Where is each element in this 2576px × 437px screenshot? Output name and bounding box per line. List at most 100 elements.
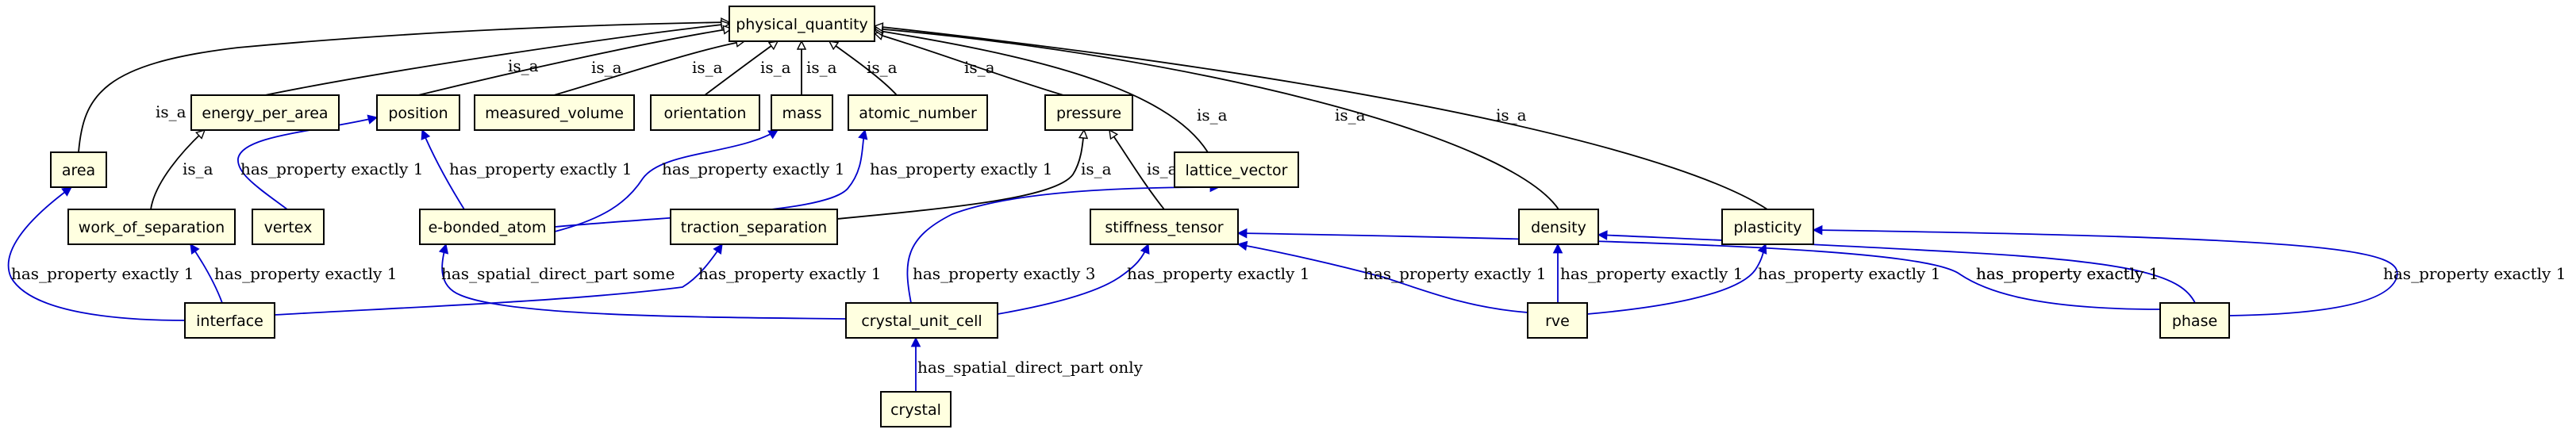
node-label-rve: rve xyxy=(1545,312,1570,330)
node-orientation[interactable]: orientation xyxy=(650,94,760,131)
edge-label-mass-to-physical_quantity: is_a xyxy=(806,58,837,77)
node-label-stiffness_tensor: stiffness_tensor xyxy=(1105,219,1223,236)
edge-traction_separation-to-pressure xyxy=(836,130,1084,220)
edge-label-rve-to-density: has_property exactly 1 xyxy=(1560,264,1743,283)
edges-layer xyxy=(7,22,2398,392)
edge-interface-to-traction_separation xyxy=(274,244,723,316)
node-label-work_of_separation: work_of_separation xyxy=(79,219,225,236)
node-position[interactable]: position xyxy=(376,94,460,131)
edge-e-bonded_atom-to-position xyxy=(422,130,465,210)
node-traction_separation[interactable]: traction_separation xyxy=(670,209,838,245)
edge-label-crystal_unit_cell-to-lattice_vector: has_property exactly 3 xyxy=(913,264,1095,283)
node-e-bonded_atom[interactable]: e-bonded_atom xyxy=(419,209,556,245)
edge-label-measured_volume-to-physical_quantity: is_a xyxy=(692,58,723,77)
node-phase[interactable]: phase xyxy=(2159,302,2230,339)
node-box-phase xyxy=(2159,302,2230,339)
node-label-pressure: pressure xyxy=(1056,105,1121,122)
node-box-physical_quantity xyxy=(729,6,875,42)
edge-density-to-physical_quantity xyxy=(875,29,1559,210)
node-box-vertex xyxy=(252,209,325,245)
edge-area-to-physical_quantity xyxy=(78,22,729,153)
node-label-vertex: vertex xyxy=(264,219,313,236)
node-label-phase: phase xyxy=(2172,312,2217,330)
edge-label-lattice_vector-to-physical_quantity: is_a xyxy=(1197,105,1228,125)
edge-crystal_unit_cell-to-lattice_vector xyxy=(906,187,1219,304)
edge-work_of_separation-to-energy_per_area xyxy=(150,130,205,210)
edge-label-interface-to-work_of_separation: has_property exactly 1 xyxy=(214,264,397,283)
node-box-traction_separation xyxy=(670,209,838,245)
node-box-e-bonded_atom xyxy=(419,209,556,245)
node-box-atomic_number xyxy=(848,94,988,131)
node-rve[interactable]: rve xyxy=(1527,302,1588,339)
edge-label-area-to-physical_quantity: is_a xyxy=(156,102,186,121)
node-stiffness_tensor[interactable]: stiffness_tensor xyxy=(1090,209,1239,245)
edge-label-traction_separation-to-pressure: is_a xyxy=(1081,159,1112,178)
edge-label-atomic_number-to-physical_quantity: is_a xyxy=(867,58,898,77)
node-energy_per_area[interactable]: energy_per_area xyxy=(190,94,340,131)
node-crystal[interactable]: crystal xyxy=(880,391,952,427)
node-box-work_of_separation xyxy=(67,209,236,245)
node-label-position: position xyxy=(388,105,448,122)
node-atomic_number[interactable]: atomic_number xyxy=(848,94,988,131)
node-label-energy_per_area: energy_per_area xyxy=(202,105,328,122)
node-label-physical_quantity: physical_quantity xyxy=(736,16,868,33)
edge-lattice_vector-to-physical_quantity xyxy=(875,30,1209,153)
edge-label-density-to-physical_quantity: is_a xyxy=(1335,105,1366,125)
edge-energy_per_area-to-physical_quantity xyxy=(264,24,729,96)
node-label-interface: interface xyxy=(196,312,263,330)
node-measured_volume[interactable]: measured_volume xyxy=(474,94,635,131)
node-box-measured_volume xyxy=(474,94,635,131)
node-mass[interactable]: mass xyxy=(771,94,833,131)
edge-labels-layer: is_a is_a is_a is_a is_a is_a is_a is_a is_a is_a… xyxy=(11,56,2566,377)
edge-label-phase-to-density: has_property exactly 1 xyxy=(1976,264,2159,283)
edge-label-orientation-to-physical_quantity: is_a xyxy=(760,58,791,77)
edge-label-rve-to-plasticity: has_property exactly 1 xyxy=(1758,264,1940,283)
node-physical_quantity[interactable]: physical_quantity xyxy=(729,6,875,42)
edge-rve-to-stiffness_tensor xyxy=(1238,244,1528,313)
node-pressure[interactable]: pressure xyxy=(1044,94,1133,131)
node-box-mass xyxy=(771,94,833,131)
node-vertex[interactable]: vertex xyxy=(252,209,325,245)
edge-label-stiffness_tensor-to-pressure: is_a xyxy=(1147,159,1178,178)
edge-label-e-bonded_atom-to-position: has_property exactly 1 xyxy=(449,159,632,178)
node-label-orientation: orientation xyxy=(664,105,747,122)
edge-label-crystal_unit_cell-to-e-bonded_atom: has_spatial_direct_part some xyxy=(441,264,675,283)
node-interface[interactable]: interface xyxy=(184,302,275,339)
edge-label-crystal-to-crystal_unit_cell: has_spatial_direct_part only xyxy=(917,358,1144,377)
edge-e-bonded_atom-to-atomic_number xyxy=(554,130,865,228)
edge-label-crystal_unit_cell-to-stiffness_tensor: has_property exactly 1 xyxy=(1127,264,1309,283)
node-label-area: area xyxy=(62,162,95,179)
edge-interface-to-work_of_separation xyxy=(190,244,223,304)
node-box-crystal xyxy=(880,391,952,427)
node-work_of_separation[interactable]: work_of_separation xyxy=(67,209,236,245)
edge-measured_volume-to-physical_quantity xyxy=(553,41,744,96)
edge-orientation-to-physical_quantity xyxy=(704,41,778,96)
node-label-lattice_vector: lattice_vector xyxy=(1185,162,1287,179)
edge-label-pressure-to-physical_quantity: is_a xyxy=(964,58,995,77)
edge-label-rve-to-stiffness_tensor: has_property exactly 1 xyxy=(1363,264,1546,283)
node-lattice_vector[interactable]: lattice_vector xyxy=(1174,151,1299,188)
node-plasticity[interactable]: plasticity xyxy=(1721,209,1814,245)
edge-crystal_unit_cell-to-e-bonded_atom xyxy=(442,244,847,320)
node-box-energy_per_area xyxy=(190,94,340,131)
node-crystal_unit_cell[interactable]: crystal_unit_cell xyxy=(845,302,998,339)
node-box-interface xyxy=(184,302,275,339)
edge-plasticity-to-physical_quantity xyxy=(875,26,1768,210)
node-box-orientation xyxy=(650,94,760,131)
edge-position-to-physical_quantity xyxy=(417,29,732,96)
edge-interface-to-area xyxy=(7,186,186,321)
node-box-density xyxy=(1518,209,1599,245)
node-label-measured_volume: measured_volume xyxy=(485,105,624,122)
edge-label-interface-to-traction_separation: has_property exactly 1 xyxy=(698,264,881,283)
edge-label-phase-to-plasticity: has_property exactly 1 xyxy=(2383,264,2566,283)
edge-stiffness_tensor-to-pressure xyxy=(1109,130,1165,210)
node-density[interactable]: density xyxy=(1518,209,1599,245)
edge-crystal_unit_cell-to-stiffness_tensor xyxy=(997,244,1148,315)
node-area[interactable]: area xyxy=(50,151,107,188)
node-label-crystal_unit_cell: crystal_unit_cell xyxy=(861,312,982,330)
edge-label-e-bonded_atom-to-mass: has_property exactly 1 xyxy=(662,159,844,178)
edge-label-phase-to-stiffness_tensor: has_property exactly 1 xyxy=(1976,264,2159,283)
node-box-position xyxy=(376,94,460,131)
